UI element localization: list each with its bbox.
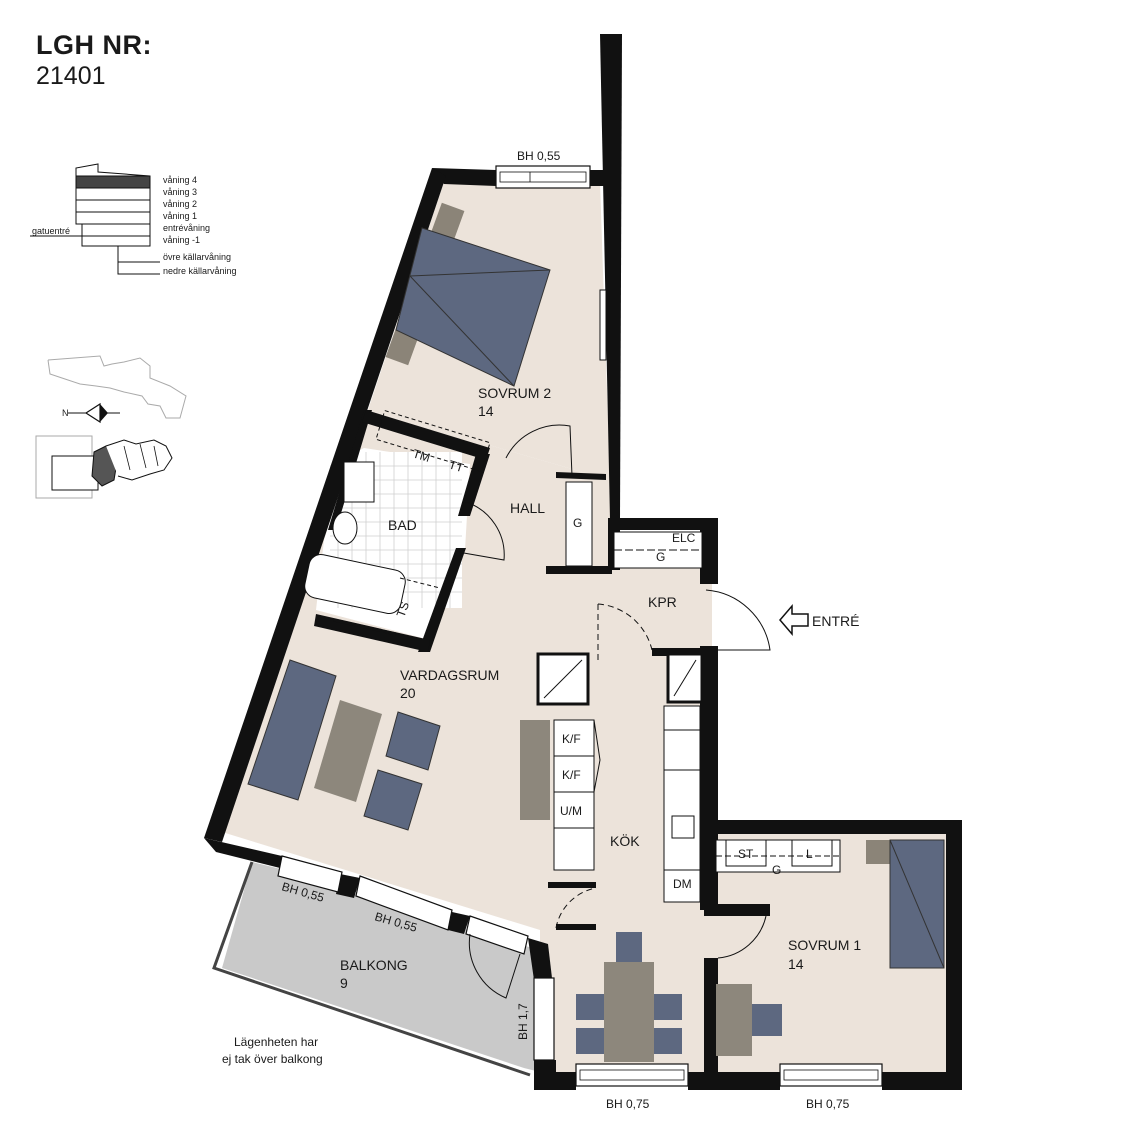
legend-highlight-floor	[75, 175, 151, 189]
legend-label: våning -1	[163, 235, 200, 245]
bedroom1-furniture	[715, 839, 945, 1056]
coffee-table	[314, 700, 382, 802]
window-bottom-2[interactable]	[779, 1063, 883, 1087]
dining-table	[604, 962, 654, 1062]
room-area-vardagsrum: 20	[400, 685, 416, 701]
entry-arrow-icon	[779, 603, 809, 637]
armchair-2	[363, 769, 423, 831]
fixture-label-tm: TM	[411, 446, 432, 464]
fixture-label-g-hall: G	[573, 516, 582, 530]
north-arrow: N	[62, 402, 120, 424]
bathtub	[304, 554, 406, 614]
fixture-labels: TM TT TS G ELC G K/F K/F U/M DM ST L G	[394, 446, 813, 891]
room-label-sovrum1: SOVRUM 1	[788, 937, 861, 953]
hall-closet	[565, 481, 593, 567]
fixture-label-g-sovrum1: G	[772, 863, 781, 877]
window-balcony-1[interactable]	[277, 855, 343, 893]
toilet	[332, 511, 358, 545]
fixture-label-ts: TS	[394, 600, 412, 619]
entry-label: ENTRÉ	[812, 613, 859, 629]
fixture-label-dm: DM	[673, 877, 692, 891]
tv-unit	[333, 618, 397, 636]
site-map-building	[35, 435, 173, 499]
legend-label: våning 2	[163, 199, 197, 209]
room-label-sovrum2: SOVRUM 2	[478, 385, 551, 401]
window-label-bottom-2: BH 0,75	[806, 1097, 850, 1111]
room-label-kok: KÖK	[610, 832, 640, 849]
apartment-number: 21401	[36, 62, 106, 90]
legend-label: nedre källarvåning	[163, 266, 237, 276]
legend-label: entrévåning	[163, 223, 210, 233]
window-label-top: BH 0,55	[517, 149, 561, 163]
window-bottom-1[interactable]	[575, 1063, 689, 1087]
balcony-railing	[212, 861, 531, 1077]
room-label-vardagsrum: VARDAGSRUM	[400, 667, 499, 683]
legend-label: våning 3	[163, 187, 197, 197]
living-room-furniture	[247, 618, 441, 831]
exterior-wall-west	[204, 168, 446, 842]
fixture-label-kf-1: K/F	[562, 732, 581, 746]
fixture-label-kf-2: K/F	[562, 768, 581, 782]
walls	[204, 34, 962, 1090]
room-labels: SOVRUM 2 14 BAD HALL KPR VARDAGSRUM 20 K…	[340, 385, 861, 991]
north-label: N	[62, 408, 69, 418]
exterior-wall-east	[946, 820, 962, 1090]
sink	[343, 461, 375, 503]
window-side[interactable]	[533, 977, 555, 1061]
exterior-wall-tower	[600, 34, 622, 520]
door-balkong[interactable]	[468, 933, 521, 999]
legend-label: övre källarvåning	[163, 252, 231, 262]
room-label-bad: BAD	[388, 517, 417, 533]
note-line-1: Lägenheten har	[234, 1035, 318, 1049]
window-top[interactable]	[495, 165, 591, 189]
kitchen-island-table	[520, 720, 550, 820]
room-area-balkong: 9	[340, 975, 348, 991]
balcony-floor	[222, 862, 540, 1072]
note-line-2: ej tak över balkong	[222, 1052, 323, 1066]
window-label-side: BH 1,7	[516, 1003, 530, 1040]
room-label-kpr: KPR	[648, 594, 677, 610]
kitchen-fixtures	[520, 652, 704, 903]
room-area-sovrum1: 14	[788, 956, 804, 972]
site-map-outline	[47, 355, 187, 419]
window-balcony-door[interactable]	[465, 915, 529, 955]
legend-label: våning 4	[163, 175, 197, 185]
floor-legend: våning 4 våning 3 våning 2 våning 1 entr…	[30, 163, 237, 276]
door-bad[interactable]	[457, 501, 505, 561]
fixture-label-st: ST	[738, 847, 754, 861]
doors[interactable]	[457, 424, 771, 999]
wardrobe-sovrum2	[599, 289, 607, 361]
door-sovrum1[interactable]	[717, 915, 767, 959]
window-label-bottom-1: BH 0,75	[606, 1097, 650, 1111]
armchair-1	[385, 711, 441, 771]
door-sovrum2[interactable]	[505, 424, 573, 477]
fixture-label-elc: ELC	[672, 531, 696, 545]
dining-furniture	[576, 932, 682, 1062]
legend-label: våning 1	[163, 211, 197, 221]
kpr-closet	[613, 531, 703, 569]
window-balcony-2[interactable]	[355, 875, 453, 931]
kitchen-sink	[671, 815, 695, 839]
fixture-label-l: L	[806, 847, 813, 861]
north-arrow-icon	[84, 402, 101, 424]
bathroom-fixtures	[304, 409, 491, 614]
entrance-door[interactable]	[705, 589, 771, 651]
entry-arrow	[779, 603, 809, 637]
fixture-label-um: U/M	[560, 804, 582, 818]
fixture-label-tt: TT	[447, 457, 466, 475]
apartment-label: LGH NR:	[36, 30, 152, 60]
desk	[716, 984, 752, 1056]
bed-sovrum2	[385, 202, 551, 387]
fixture-label-g-kpr: G	[656, 550, 665, 564]
street-entrance-label: gatuentré	[32, 226, 70, 236]
room-area-sovrum2: 14	[478, 403, 494, 419]
sofa	[247, 659, 337, 801]
room-label-hall: HALL	[510, 500, 545, 516]
windows[interactable]	[277, 165, 883, 1087]
room-label-balkong: BALKONG	[340, 957, 408, 973]
